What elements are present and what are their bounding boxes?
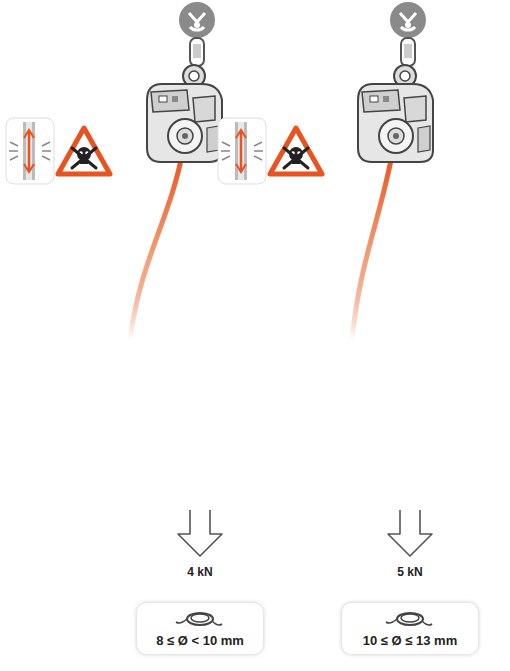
rope-coil-icon (174, 609, 226, 629)
load-value: 5 kN (395, 565, 424, 579)
diameter-range: 10 ≤ Ø ≤ 13 mm (363, 633, 457, 654)
rope-diameter-box: 8 ≤ Ø < 10 mm (137, 603, 263, 654)
rope-coil-icon (384, 609, 436, 629)
load-value: 4 kN (185, 565, 214, 579)
rope-diameter-box: 10 ≤ Ø ≤ 13 mm (342, 603, 478, 654)
diameter-range: 8 ≤ Ø < 10 mm (156, 633, 244, 654)
